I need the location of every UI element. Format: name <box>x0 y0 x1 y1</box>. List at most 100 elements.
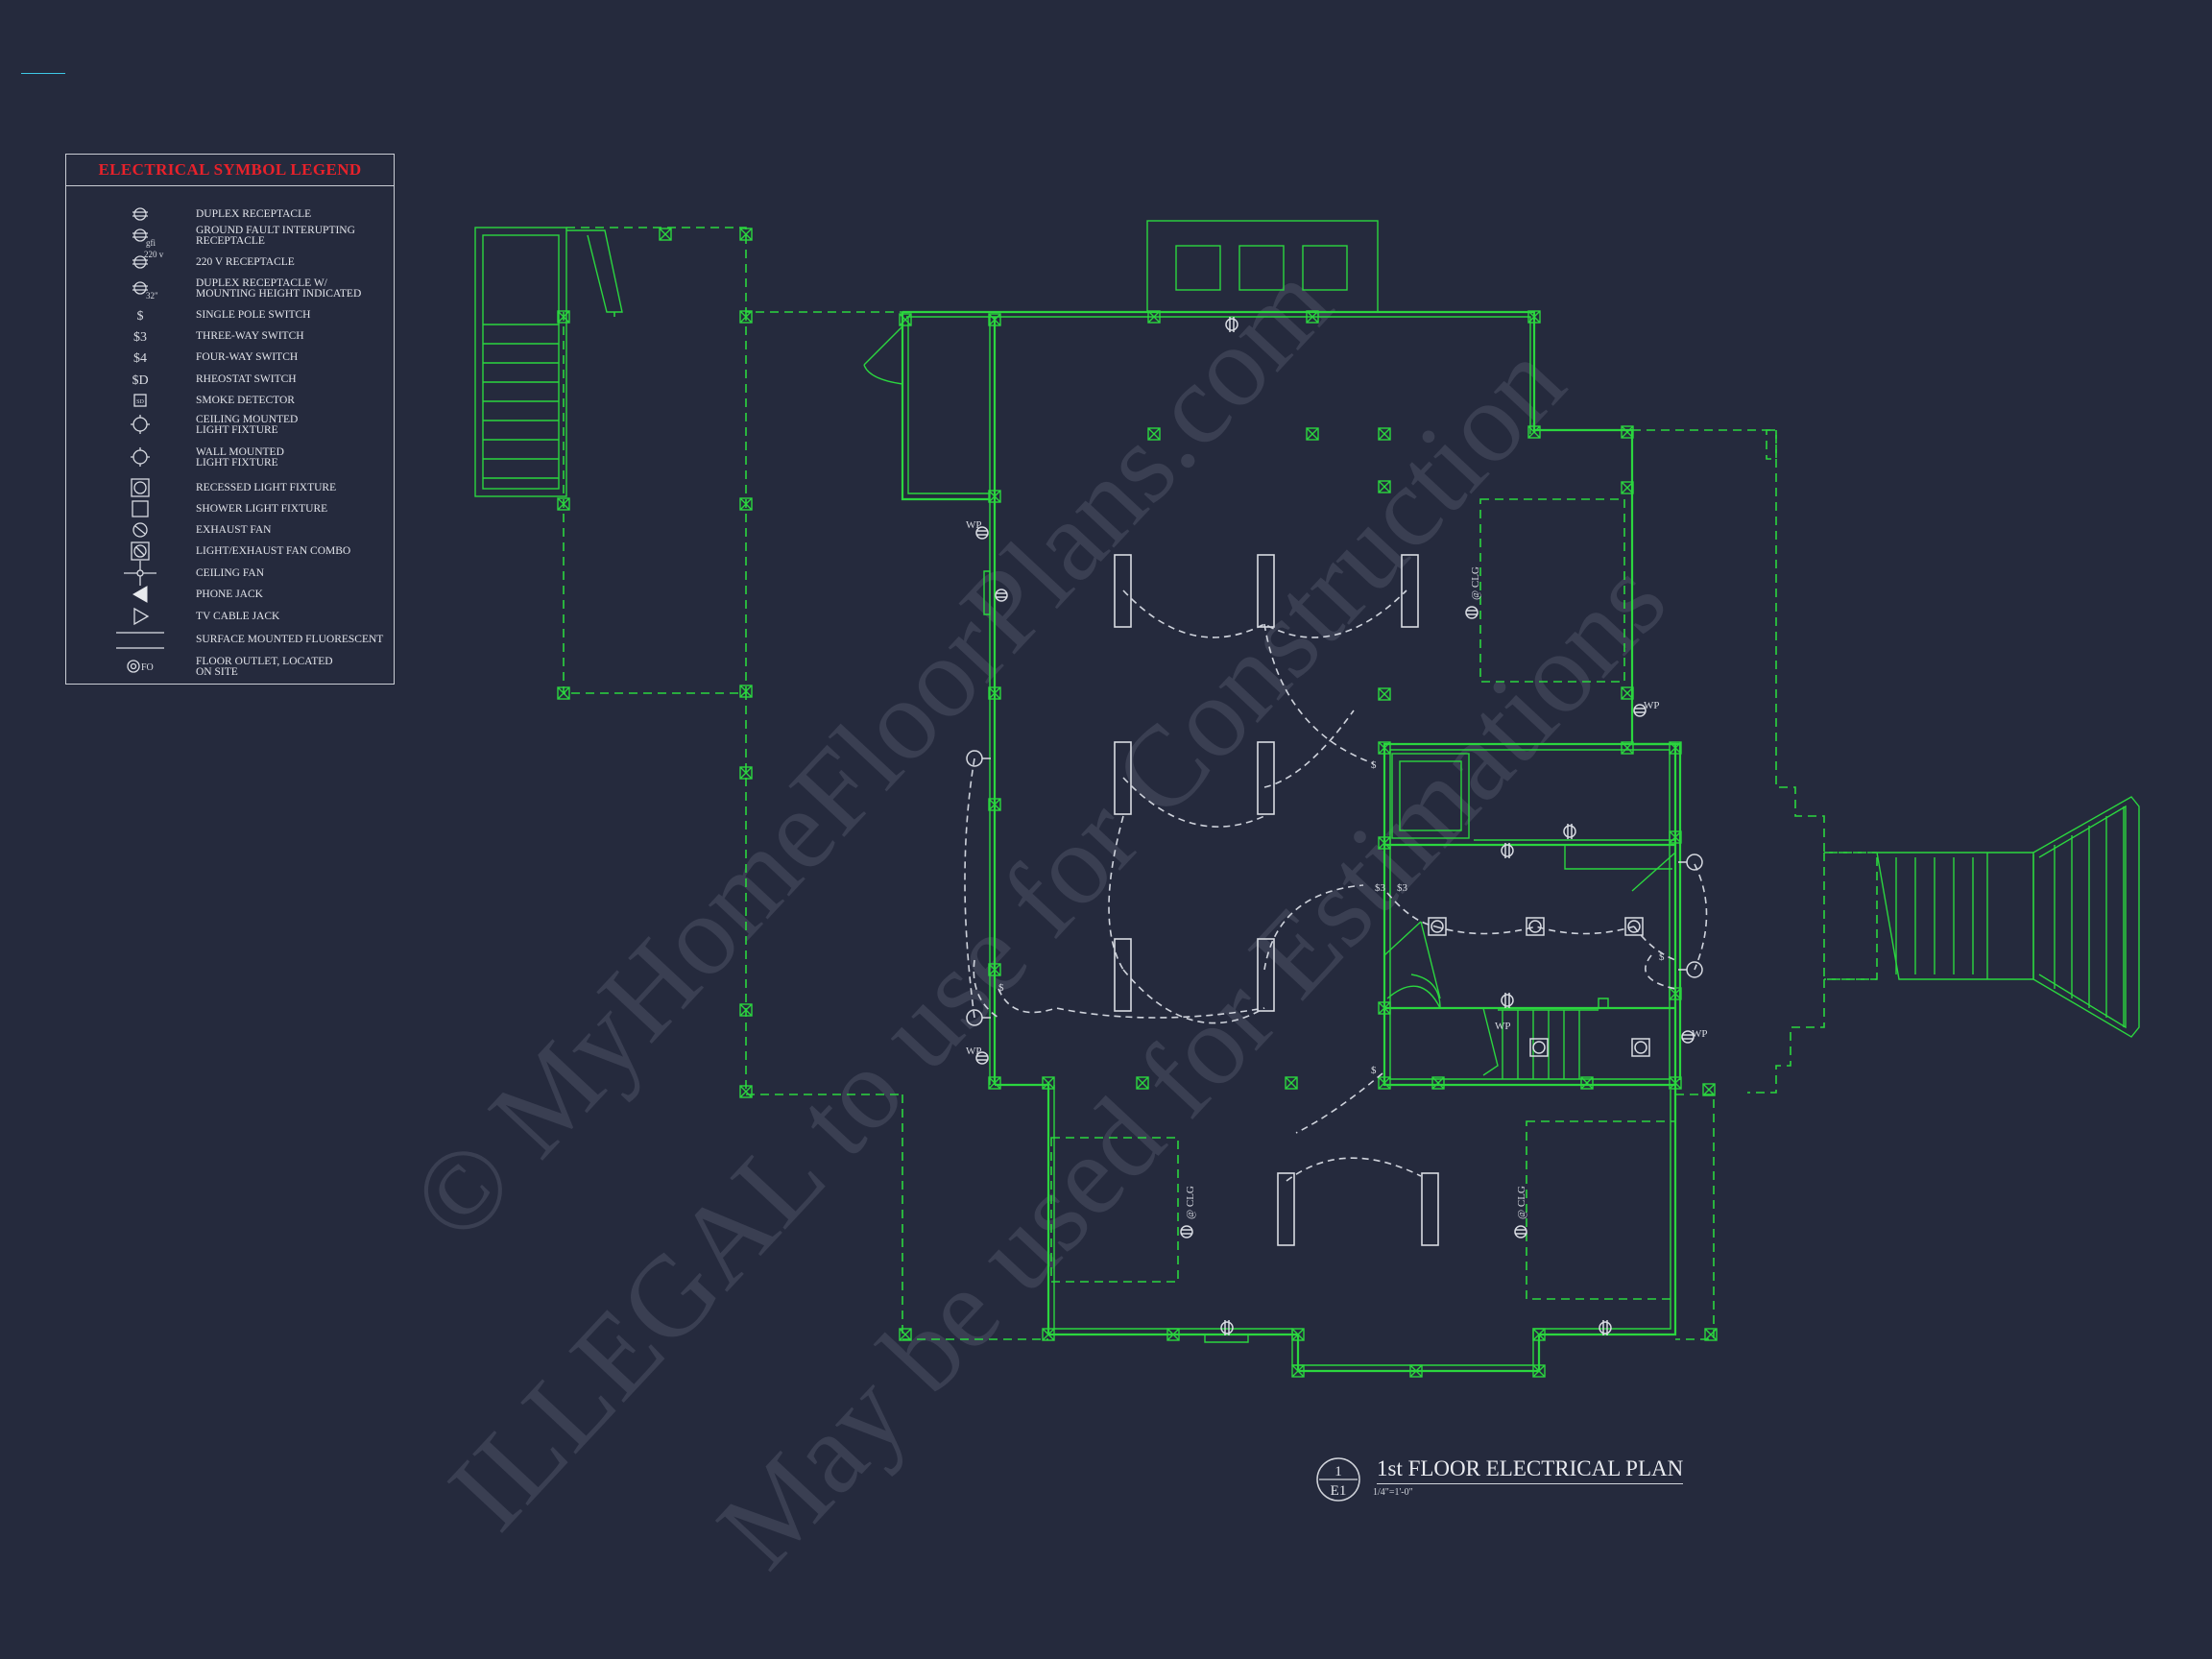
post-marker <box>1042 1076 1055 1090</box>
post-marker <box>988 490 1001 503</box>
legend-item-label: TV CABLE JACK <box>196 611 280 622</box>
duplex-receptacle-icon <box>1501 843 1514 858</box>
legend-item-label: EXHAUST FAN <box>196 524 272 536</box>
post-marker <box>1431 1076 1445 1090</box>
wp-label: WP <box>966 519 982 531</box>
duplex-receptacle-icon <box>975 526 989 540</box>
post-marker <box>1621 481 1634 494</box>
post-marker <box>1409 1364 1423 1378</box>
watermark: © MyHomeFloorPlans.com ILLEGAL to use fo… <box>386 239 1690 1592</box>
post-marker <box>1291 1328 1305 1341</box>
post-marker <box>739 497 753 511</box>
legend-item-label: GROUND FAULT INTERUPTING RECEPTACLE <box>196 225 355 247</box>
right-stair-treads <box>1895 806 2125 1027</box>
legend-item-label: WALL MOUNTED LIGHT FIXTURE <box>196 446 284 469</box>
post-marker <box>739 1085 753 1098</box>
rheostat-switch-icon: $D <box>132 373 148 388</box>
left-deck <box>474 227 912 1095</box>
legend-item-label: THREE-WAY SWITCH <box>196 330 304 342</box>
wp-label: WP <box>1495 1021 1511 1032</box>
plan-title: 1st FLOOR ELECTRICAL PLAN <box>1377 1456 1684 1484</box>
exhaust-fan-icon <box>132 522 148 538</box>
legend-symbol-tag: FO <box>141 662 154 673</box>
220v-receptacle-icon: 220 v <box>132 250 164 269</box>
four-way-switch-icon: $4 <box>133 351 147 366</box>
legend-item-label: SMOKE DETECTOR <box>196 395 295 406</box>
left-stair-treads <box>483 324 559 479</box>
legend-item-label: CEILING MOUNTED LIGHT FIXTURE <box>196 414 299 436</box>
duplex-receptacle-icon <box>1220 1320 1234 1335</box>
legend-symbol-tag: $4 <box>133 351 147 366</box>
switch-label: $ <box>998 982 1004 994</box>
post-marker <box>988 963 1001 976</box>
bedroom-1-dashed-area <box>1050 1137 1179 1283</box>
light-fan-combo-icon <box>131 541 150 561</box>
wall-light-icon <box>1678 961 1703 978</box>
wall-light-icon <box>1678 854 1703 871</box>
post-marker <box>1532 1364 1546 1378</box>
legend-symbol-tag: SD <box>136 399 144 405</box>
post-marker <box>1621 741 1634 755</box>
fluorescent-fixtures <box>1114 554 1439 1246</box>
fluorescent-fixture-icon <box>1401 554 1419 628</box>
clg-label: @ CLG <box>1185 1186 1196 1219</box>
post-marker <box>557 497 570 511</box>
plan-symbols: WP WP WP WP WP @ CLG @ CLG @ CLG $ $ $3 … <box>966 317 1708 1335</box>
post-marker <box>739 685 753 698</box>
post-marker <box>1669 741 1682 755</box>
post-marker <box>899 313 912 326</box>
structural-posts <box>557 228 1718 1378</box>
clg-label: @ CLG <box>1470 566 1481 600</box>
fluorescent-fixture-icon <box>1114 938 1132 1012</box>
wall-light-icon <box>966 1009 991 1026</box>
post-marker <box>1580 1076 1594 1090</box>
fluorescent-fixture-icon <box>1277 1172 1295 1246</box>
post-marker <box>1136 1076 1149 1090</box>
office-dashed-area <box>1479 498 1625 683</box>
duplex-receptacle-icon <box>995 589 1008 602</box>
bedroom-2-dashed-area <box>1526 1120 1676 1300</box>
post-marker <box>1532 1328 1546 1341</box>
recessed-light-icon <box>1529 1038 1549 1057</box>
recessed-light-icon <box>1428 917 1447 936</box>
duplex-receptacle-icon <box>1465 606 1479 619</box>
post-marker <box>1704 1328 1718 1341</box>
post-marker <box>1147 427 1161 441</box>
left-stair-landing <box>566 229 623 313</box>
recessed-light-icon <box>1526 917 1545 936</box>
legend-item-label: SHOWER LIGHT FIXTURE <box>196 503 328 515</box>
drawing-title-block: 1 E1 1st FLOOR ELECTRICAL PLAN 1/4"=1'-0… <box>1315 1455 1699 1512</box>
post-marker <box>1378 480 1391 493</box>
recessed-light-icon <box>1631 1038 1650 1057</box>
shower-light-icon <box>132 500 149 517</box>
wall-light-icon <box>966 750 991 767</box>
floor-outlet-icon: FO <box>127 660 154 673</box>
detail-number: 1 <box>1334 1464 1342 1479</box>
smoke-detector-icon: SD <box>133 394 147 407</box>
wp-label: WP <box>1644 700 1660 711</box>
three-way-switch-icon: $3 <box>133 330 147 345</box>
post-marker <box>1669 830 1682 844</box>
post-marker <box>1669 987 1682 1000</box>
duplex-receptacle-icon <box>1180 1225 1193 1238</box>
post-marker <box>1621 425 1634 439</box>
wp-label: WP <box>966 1046 982 1057</box>
legend-symbol-tag: 32" <box>146 291 158 301</box>
legend-item-label: SURFACE MOUNTED FLUORESCENT <box>196 634 384 645</box>
post-marker <box>1527 310 1541 324</box>
post-marker <box>988 686 1001 700</box>
duplex-receptacle-icon <box>1681 1030 1695 1044</box>
duplex-receptacle-icon <box>975 1051 989 1065</box>
ceiling-fan-icon <box>124 561 156 586</box>
switch-label: $ <box>1659 951 1665 963</box>
post-marker <box>1378 836 1391 850</box>
post-marker <box>557 686 570 700</box>
post-marker <box>1702 1083 1716 1096</box>
legend-item-label: RECESSED LIGHT FIXTURE <box>196 482 337 493</box>
duplex-receptacle-icon <box>1501 993 1514 1008</box>
legend-symbol-tag: $ <box>137 309 144 324</box>
switch-label: $3 <box>1375 882 1386 894</box>
post-marker <box>1378 427 1391 441</box>
fluorescent-fixture-icon <box>1257 554 1275 628</box>
single-pole-switch-icon: $ <box>137 309 144 324</box>
